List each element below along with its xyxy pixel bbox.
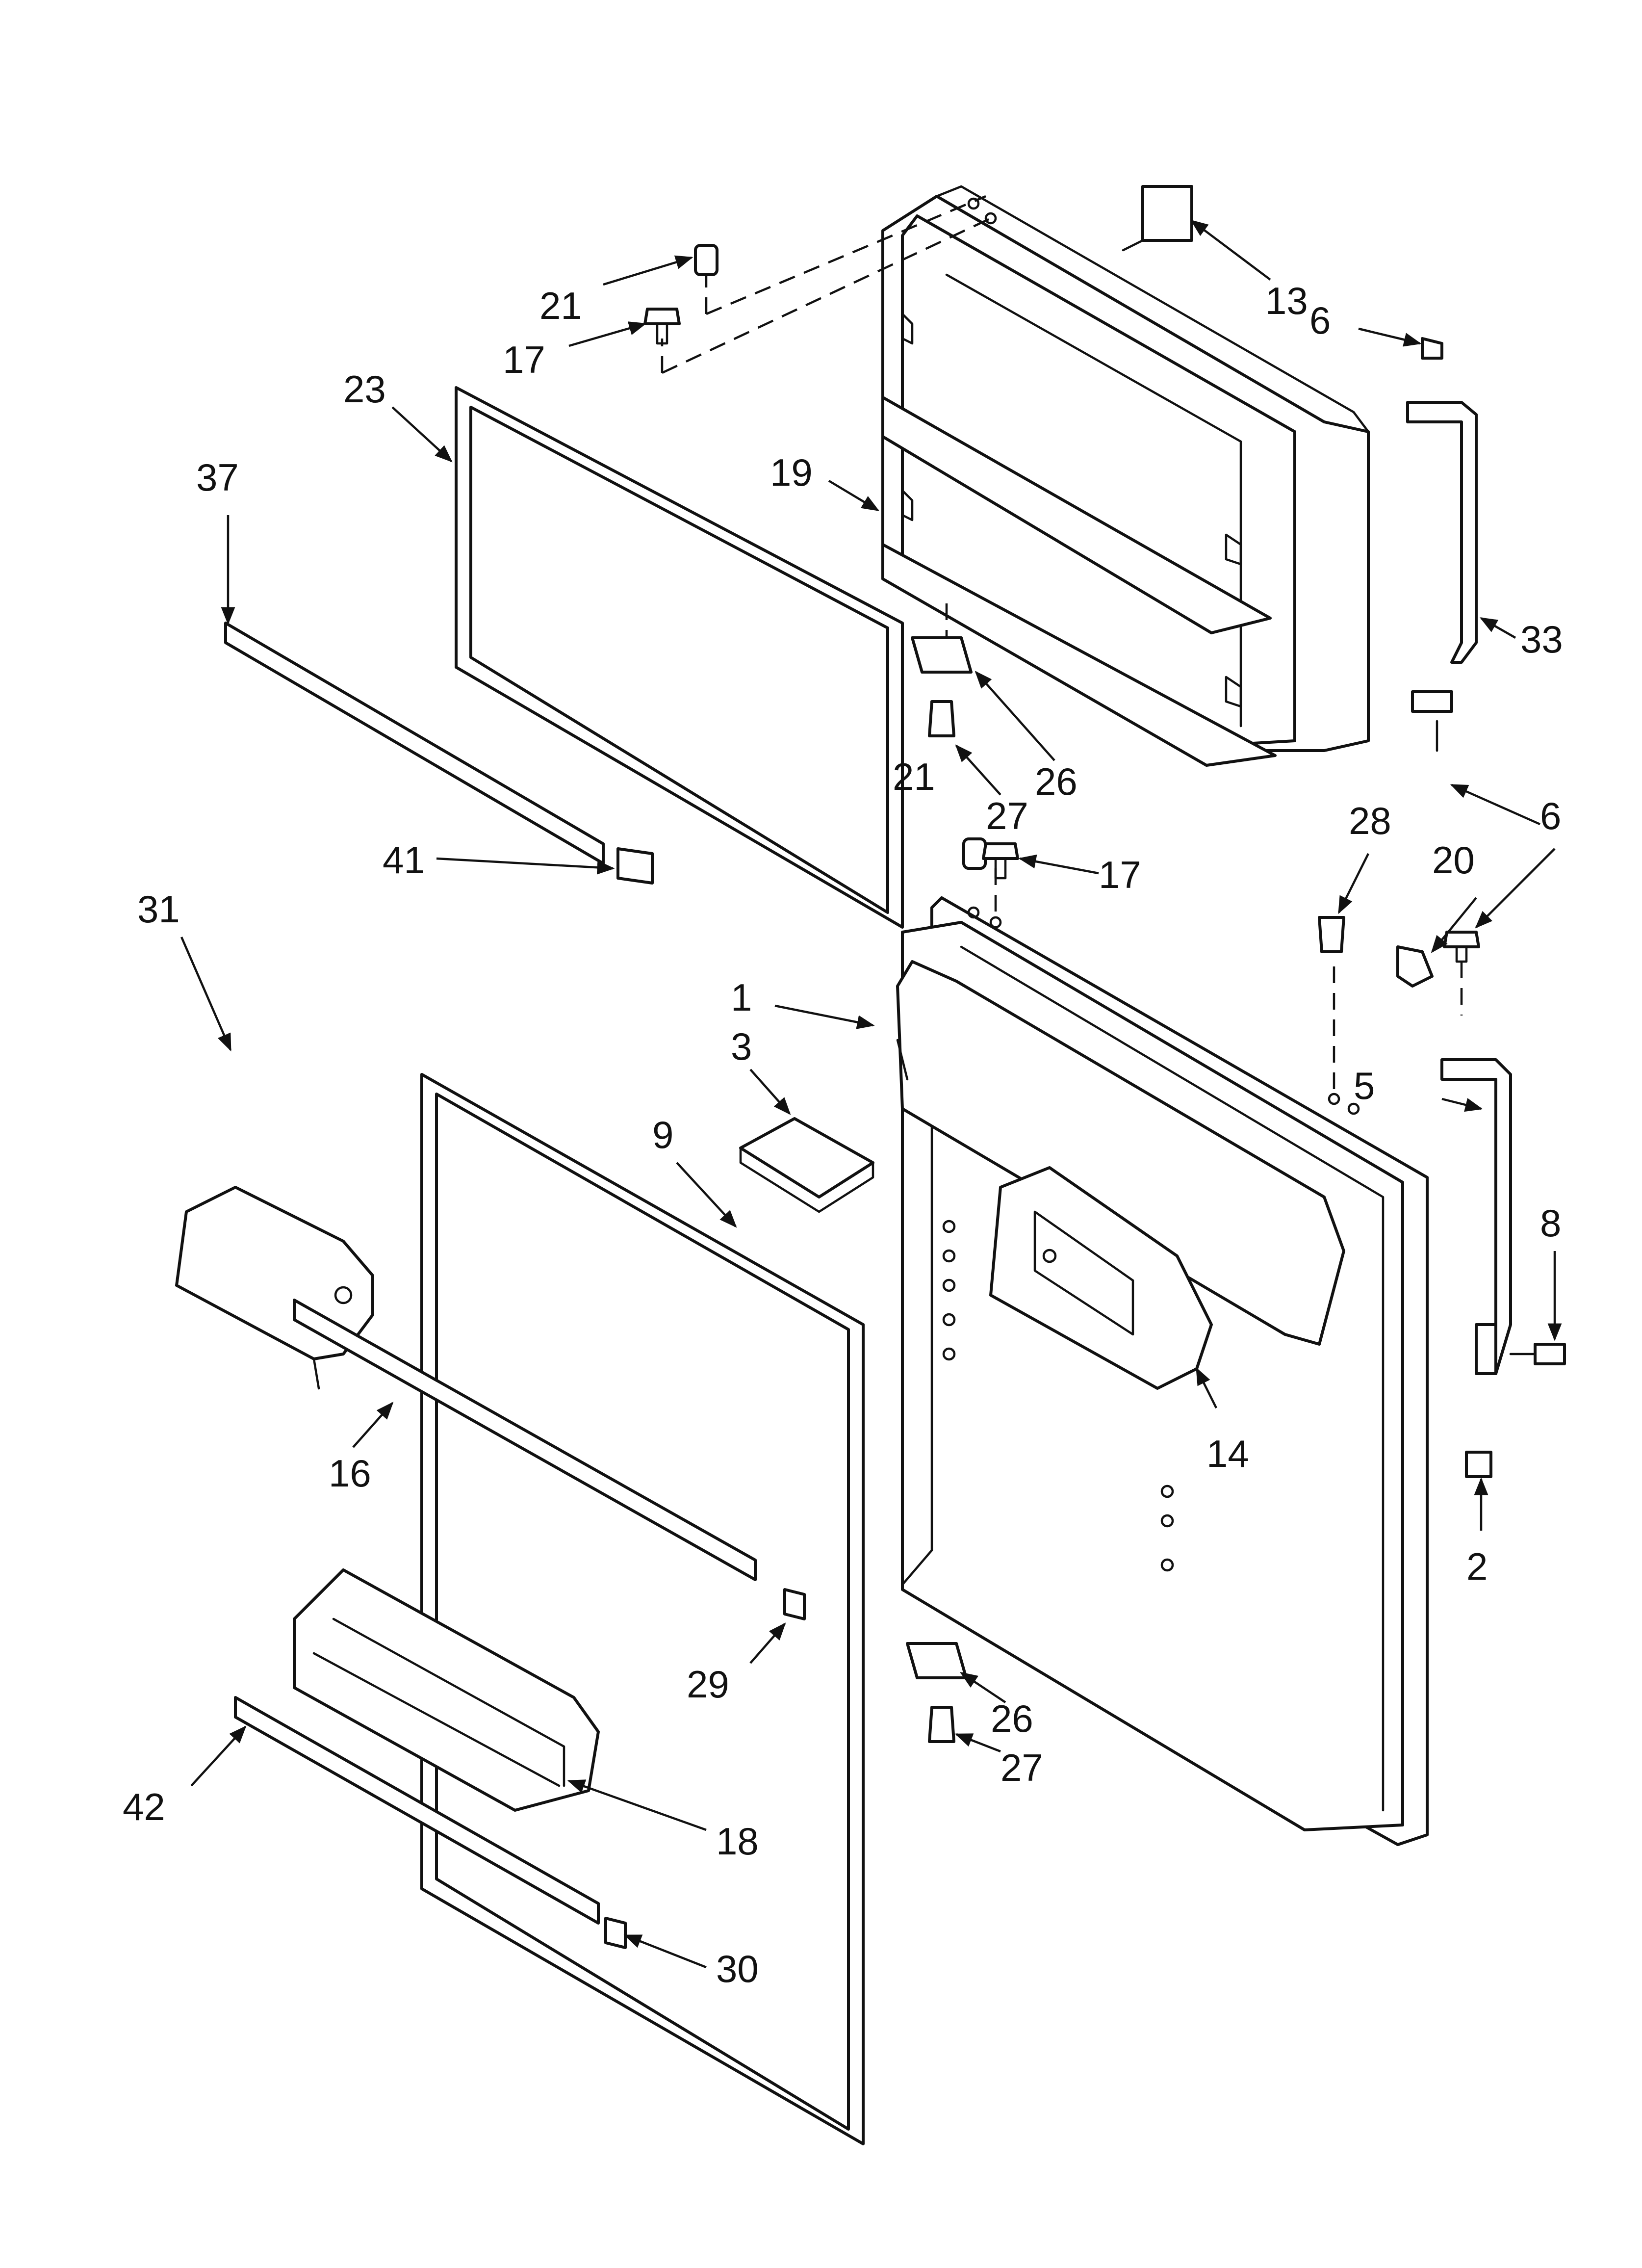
- callout-30: 30: [716, 1947, 759, 1990]
- callout-20: 20: [1432, 838, 1475, 882]
- callout-37: 37: [196, 456, 239, 499]
- callout-26-low: 26: [991, 1697, 1033, 1740]
- hinge-bushing-2: [1465, 1451, 1492, 1478]
- callout-27-mid: 27: [986, 794, 1028, 837]
- callout-5: 5: [1354, 1064, 1375, 1107]
- fresh-food-door-liner: [896, 896, 1429, 1846]
- callout-27-low: 27: [1001, 1746, 1043, 1789]
- callout-1: 1: [731, 976, 752, 1019]
- callout-42: 42: [123, 1785, 165, 1828]
- callout-29: 29: [687, 1663, 729, 1706]
- trim-end-cap: [616, 847, 654, 885]
- callout-41: 41: [383, 838, 425, 882]
- callout-16: 16: [329, 1452, 371, 1495]
- door-bin: [293, 1568, 600, 1812]
- callout-9: 9: [652, 1113, 673, 1156]
- hinge-screw-6: [1443, 931, 1480, 963]
- screw-top: [643, 308, 681, 345]
- freezer-gasket: [455, 386, 904, 929]
- bar-end-cap-29: [783, 1588, 806, 1620]
- callout-6-top: 6: [1309, 299, 1331, 342]
- callout-28: 28: [1349, 799, 1391, 842]
- lower-hinge-bracket: [906, 1642, 968, 1743]
- callout-17-top: 17: [503, 338, 545, 381]
- bin-trim: [234, 1696, 600, 1925]
- screw-lower: [982, 842, 1019, 880]
- callout-26-mid: 26: [1035, 760, 1078, 803]
- callout-31: 31: [137, 887, 180, 931]
- freezer-door-liner: [881, 185, 1370, 767]
- callout-21-top: 21: [539, 284, 582, 327]
- egg-tray: [739, 1117, 874, 1213]
- callout-6-mid: 6: [1540, 794, 1561, 837]
- hinge-screw-8: [1509, 1343, 1566, 1365]
- callout-3: 3: [731, 1025, 752, 1068]
- callout-33: 33: [1520, 618, 1563, 661]
- callout-13: 13: [1265, 279, 1308, 322]
- door-shelf-bar: [293, 1299, 757, 1581]
- callout-23: 23: [343, 367, 386, 411]
- butter-compartment-door: [175, 1186, 374, 1390]
- top-hinge: [1406, 337, 1478, 752]
- bottom-hinge: [1440, 1058, 1512, 1375]
- callout-14: 14: [1206, 1432, 1249, 1475]
- callout-8: 8: [1540, 1201, 1561, 1245]
- callout-21-mid: 21: [893, 755, 935, 798]
- door-stop: [1396, 945, 1434, 988]
- callout-17-mid: 17: [1099, 853, 1141, 896]
- callout-19: 19: [770, 451, 813, 494]
- callout-2: 2: [1466, 1545, 1488, 1588]
- hinge-pin-top: [694, 244, 718, 276]
- hinge-pin-lower: [962, 837, 987, 870]
- bar-end-cap-30: [604, 1917, 627, 1949]
- callout-18: 18: [716, 1820, 759, 1863]
- center-hinge-bracket: [911, 636, 973, 737]
- label-plate: [1122, 185, 1193, 252]
- leader-lines: [180, 219, 1562, 1969]
- callout-labels: 21 17 13 6 23 37 19 33 26 27 21 17 6 28 …: [123, 279, 1563, 1990]
- hole-plug: [1318, 916, 1345, 953]
